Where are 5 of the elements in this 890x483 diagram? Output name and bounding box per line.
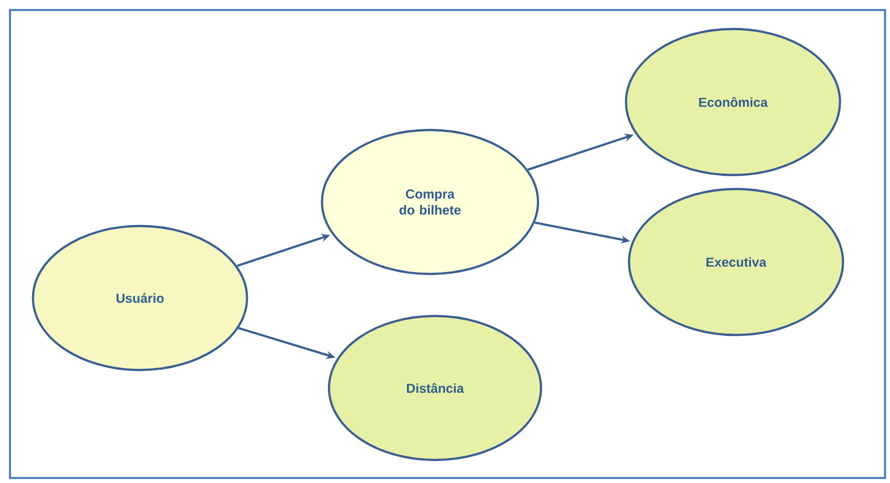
ellipse-node: Compra do bilhete	[320, 128, 540, 276]
ellipse-node: Distância	[328, 314, 542, 462]
ellipse-node: Econômica	[624, 28, 842, 176]
ellipse-node: Usuário	[32, 224, 248, 372]
ellipse-node: Executiva	[628, 188, 844, 336]
